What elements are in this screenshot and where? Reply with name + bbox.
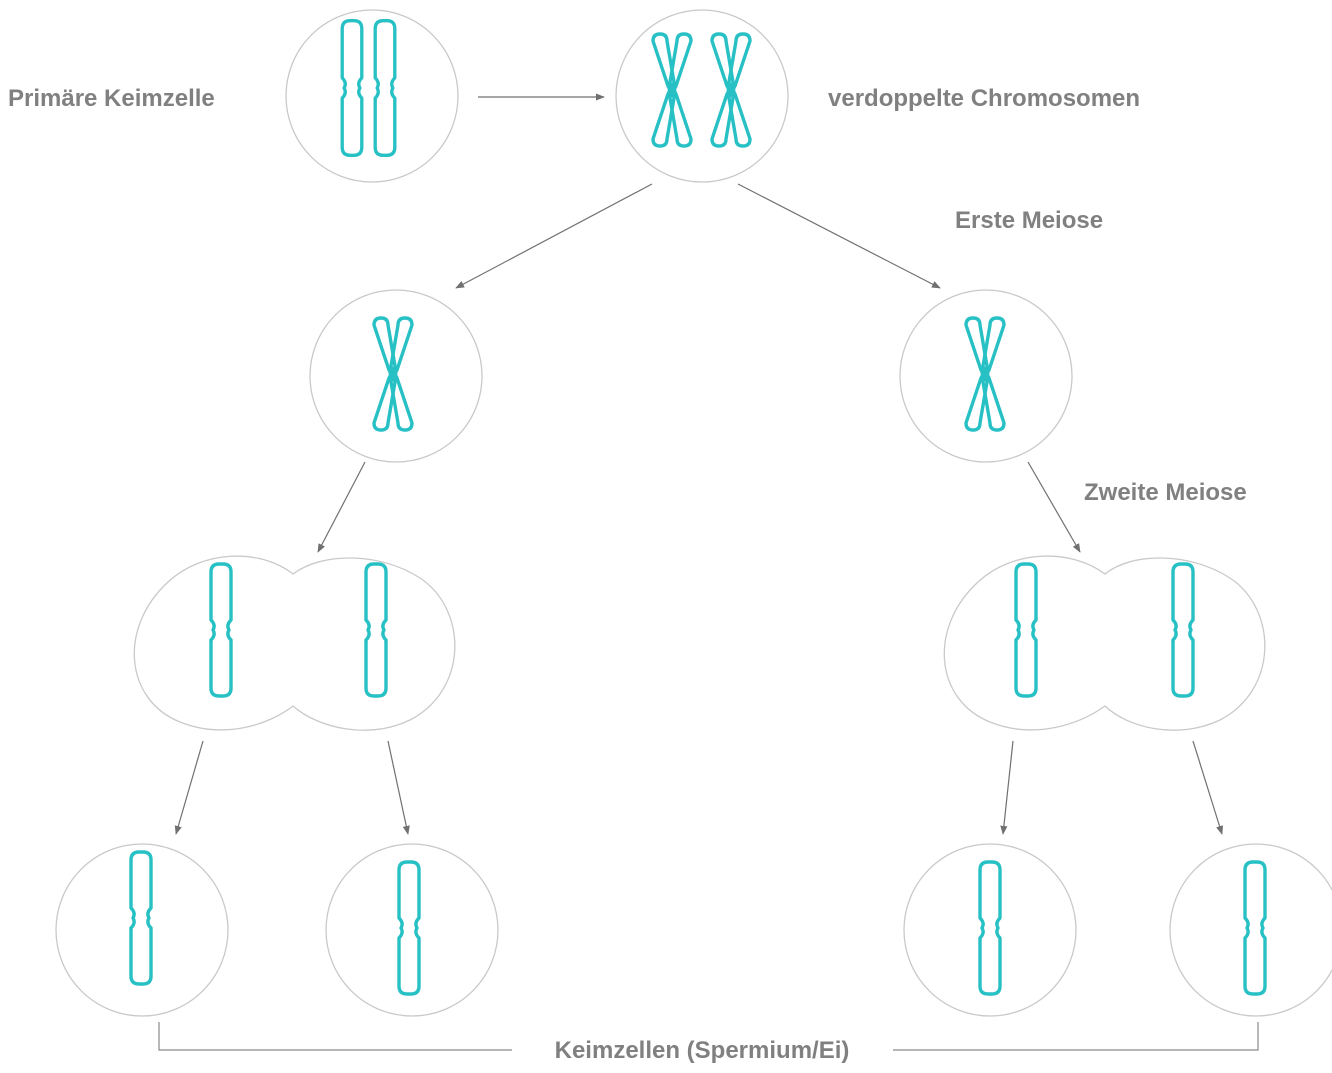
gamete-cell-2 (325, 843, 499, 1017)
label-primary-cell: Primäre Keimzelle (8, 85, 215, 112)
arrow-gamete-4 (1192, 740, 1224, 835)
gamete-cell-3 (903, 843, 1077, 1017)
arrow-gamete-2 (387, 740, 410, 835)
gamete-cell-1 (55, 843, 229, 1017)
meiosis1-cell-left (309, 289, 483, 463)
dividing-cell-left (133, 555, 456, 731)
arrow-meiosis2-left (317, 461, 366, 553)
dividing-cell-right (943, 555, 1266, 731)
primary-cell (285, 9, 459, 183)
duplicated-cell (615, 9, 789, 183)
label-gametes: Keimzellen (Spermium/Ei) (555, 1037, 850, 1064)
gamete-cell-4 (1169, 843, 1332, 1017)
gametes-bracket-left (158, 1022, 512, 1051)
gametes-bracket-right (893, 1022, 1259, 1051)
label-second-meiosis: Zweite Meiose (1084, 479, 1247, 506)
meiosis1-cell-right (899, 289, 1073, 463)
arrow-gamete-1 (174, 740, 204, 835)
label-first-meiosis: Erste Meiose (955, 207, 1103, 234)
arrow-gamete-3 (1000, 740, 1014, 835)
label-duplicated: verdoppelte Chromosomen (828, 85, 1140, 112)
arrow-meiosis2-right (1027, 461, 1081, 553)
arrow-meiosis1-left (455, 183, 653, 289)
arrow-meiosis1-right (737, 183, 941, 289)
